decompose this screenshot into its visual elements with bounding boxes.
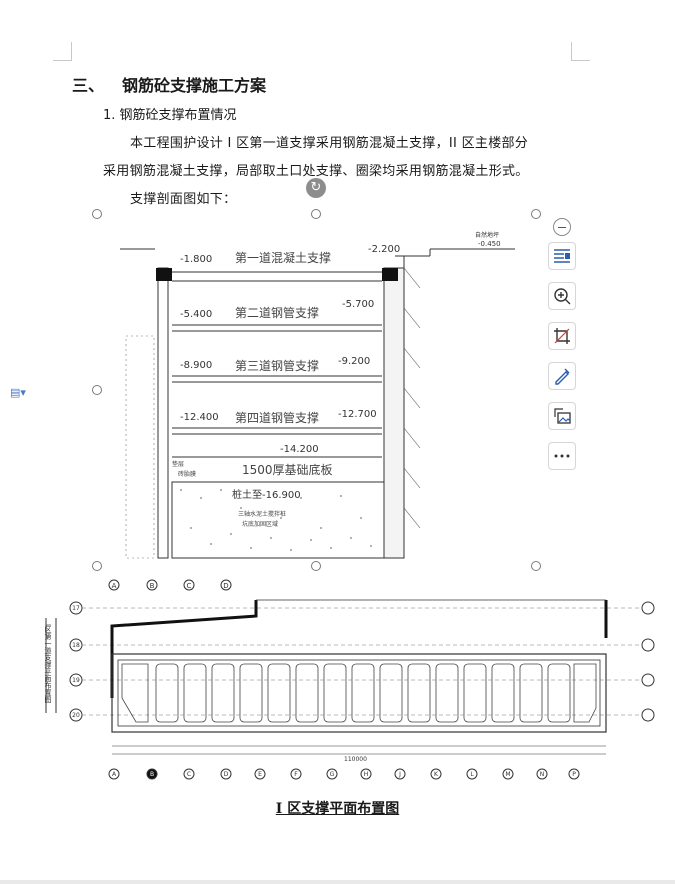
paragraph-line-2[interactable]: 采用钢筋混凝土支撑，局部取土口处支撑、圈梁均采用钢筋混凝土形式。 <box>103 164 529 179</box>
figure-caption-text: I 区支撑平面布置图 <box>275 801 400 817</box>
resize-handle-bottom-left[interactable] <box>92 561 102 571</box>
resize-handle-top[interactable] <box>311 209 321 219</box>
level-3-right: -9.200 <box>338 356 370 367</box>
support-plan-drawing[interactable]: I区第一道支撑平面布置图 A B C D 17 18 19 20 <box>44 578 664 788</box>
level-top-right: -2.200 <box>368 244 400 255</box>
left-note-1: 垫层 <box>172 460 184 468</box>
layout-options-icon[interactable] <box>548 242 576 270</box>
figure-caption[interactable]: I 区支撑平面布置图 <box>0 798 675 818</box>
base-level: -14.200 <box>280 444 319 455</box>
level-1-elevation: -1.800 <box>180 254 212 265</box>
status-bar-edge <box>0 880 675 884</box>
level-1-label: 第一道混凝土支撑 <box>235 250 331 265</box>
bottom-axis-m: M <box>505 771 510 778</box>
level-4-right: -12.700 <box>338 409 377 420</box>
top-axis-d: D <box>223 582 228 590</box>
bottom-axis-f: F <box>294 771 298 778</box>
bottom-axis-k: K <box>434 771 439 778</box>
pile-note-2: 坑底加固区域 <box>242 520 278 528</box>
section-title: 钢筋砼支撑施工方案 <box>122 76 267 95</box>
page-margin-corner-left <box>53 42 72 61</box>
bottom-axis-h: H <box>364 771 369 778</box>
zoom-icon[interactable] <box>548 282 576 310</box>
row-axis-18: 18 <box>72 642 80 649</box>
paragraph-layout-icon[interactable]: ▤▾ <box>10 386 26 399</box>
bottom-axis-g: G <box>330 771 335 778</box>
edit-picture-icon[interactable] <box>548 362 576 390</box>
base-label: 1500厚基础底板 <box>242 462 333 477</box>
bottom-axis-c: C <box>187 771 191 778</box>
section-heading[interactable]: 三、钢筋砼支撑施工方案 <box>72 72 266 96</box>
more-options-icon[interactable] <box>548 442 576 470</box>
bottom-axis-p: P <box>572 771 576 778</box>
bottom-axis-d: D <box>224 771 229 778</box>
bottom-axis-e: E <box>258 771 262 778</box>
pile-label: 桩土至-16.900 <box>232 488 301 501</box>
level-2-label: 第二道钢管支撑 <box>235 305 319 320</box>
bottom-axis-a: A <box>112 771 117 778</box>
plan-vertical-title: I区第一道支撑平面布置图 <box>44 624 52 704</box>
level-3-label: 第三道钢管支撑 <box>235 358 319 373</box>
top-axis-b: B <box>150 582 155 590</box>
left-note-2: 砖胎膜 <box>178 470 196 478</box>
bottom-axis-j: J <box>398 771 401 778</box>
crop-icon[interactable] <box>548 322 576 350</box>
top-axis-c: C <box>187 582 192 590</box>
resize-handle-top-left[interactable] <box>92 209 102 219</box>
replace-picture-icon[interactable] <box>548 402 576 430</box>
total-dimension: 110000 <box>344 756 367 763</box>
ground-level: -0.450 <box>478 240 501 248</box>
level-2-right: -5.700 <box>342 299 374 310</box>
bottom-axis-n: N <box>540 771 545 778</box>
row-axis-20: 20 <box>72 712 80 719</box>
row-axis-17: 17 <box>72 605 80 612</box>
collapse-toolbar-icon[interactable] <box>553 218 571 236</box>
row-axis-19: 19 <box>72 677 80 684</box>
paragraph-line-1[interactable]: 本工程围护设计 I 区第一道支撑采用钢筋混凝土支撑，II 区主楼部分 <box>130 136 529 151</box>
ground-label: 自然地坪 <box>475 231 499 239</box>
resize-handle-bottom[interactable] <box>311 561 321 571</box>
subsection-heading[interactable]: 1. 钢筋砼支撑布置情况 <box>103 108 237 123</box>
level-4-label: 第四道钢管支撑 <box>235 410 319 425</box>
section-number: 三、 <box>72 76 105 95</box>
level-2-elevation: -5.400 <box>180 309 212 320</box>
level-3-elevation: -8.900 <box>180 360 212 371</box>
bottom-axis-l: L <box>470 771 474 778</box>
rotate-handle-icon[interactable]: ↻ <box>306 178 326 198</box>
resize-handle-bottom-right[interactable] <box>531 561 541 571</box>
bottom-axis-b: B <box>150 771 154 778</box>
top-axis-a: A <box>112 582 117 590</box>
pile-note-1: 三轴水泥土搅拌桩 <box>238 510 286 518</box>
resize-handle-top-right[interactable] <box>531 209 541 219</box>
resize-handle-left[interactable] <box>92 385 102 395</box>
support-section-drawing[interactable]: 自然地坪 -0.450 -1.800 第一道混凝土支撑 -2.200 -5.40… <box>120 228 532 570</box>
level-4-elevation: -12.400 <box>180 412 219 423</box>
paragraph-line-3[interactable]: 支撑剖面图如下： <box>130 192 237 207</box>
page-margin-corner-right <box>571 42 590 61</box>
